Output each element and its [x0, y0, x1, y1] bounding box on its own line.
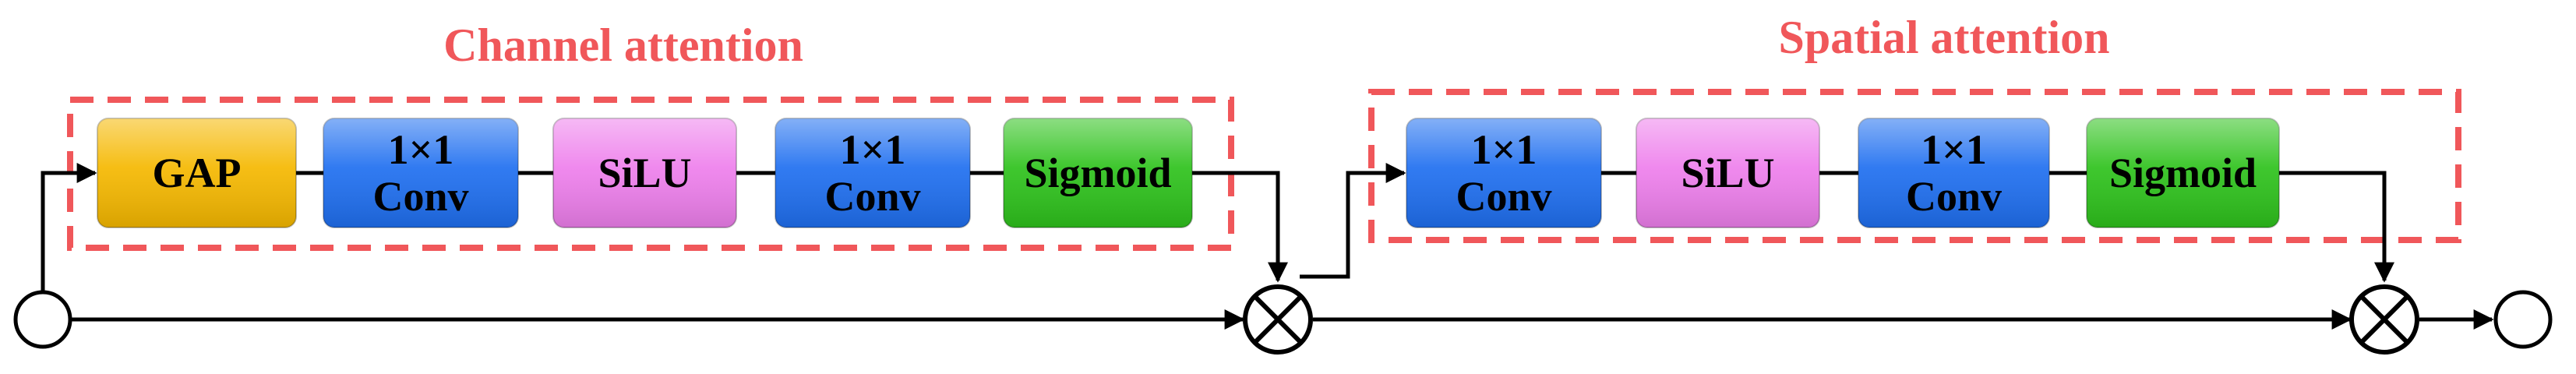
block-label: 1×1	[1921, 126, 1987, 173]
block-gloss	[775, 118, 970, 228]
block-label: Conv	[1456, 173, 1551, 220]
block-gap: GAP	[97, 118, 297, 228]
block-label: 1×1	[1471, 126, 1537, 173]
block-label: Conv	[824, 173, 920, 220]
block-label: Conv	[1906, 173, 2002, 220]
block-sigmoid: Sigmoid	[2086, 118, 2280, 228]
input-node	[13, 290, 72, 349]
multiply-icon	[1243, 284, 1313, 355]
channel-attention-title: Channel attention	[443, 19, 803, 71]
block-gloss	[1004, 118, 1192, 228]
block-gloss	[1406, 118, 1601, 228]
block-label: Conv	[372, 173, 468, 220]
block-label: Sigmoid	[2109, 150, 2257, 196]
output-node	[2493, 290, 2553, 349]
block-label: GAP	[153, 150, 242, 196]
spatial-attention-box	[1368, 89, 2461, 243]
spatial-attention-title: Spatial attention	[1778, 12, 2109, 63]
block-gloss	[2087, 118, 2279, 228]
block-label: SiLU	[598, 150, 691, 196]
block-label: Sigmoid	[1024, 150, 1171, 196]
block-silu: SiLU	[552, 118, 737, 228]
block-label: 1×1	[840, 126, 906, 173]
block-gloss	[553, 118, 736, 228]
block-gloss	[1858, 118, 2049, 228]
block-gloss	[323, 118, 518, 228]
block-silu: SiLU	[1636, 118, 1820, 228]
block-label: SiLU	[1681, 150, 1774, 196]
multiply-icon	[2349, 284, 2419, 355]
flow-lines	[41, 163, 2494, 330]
block-gloss	[1636, 118, 1819, 228]
block-sigmoid: Sigmoid	[1003, 118, 1193, 228]
block-gloss	[97, 118, 296, 228]
block-label: 1×1	[388, 126, 454, 173]
